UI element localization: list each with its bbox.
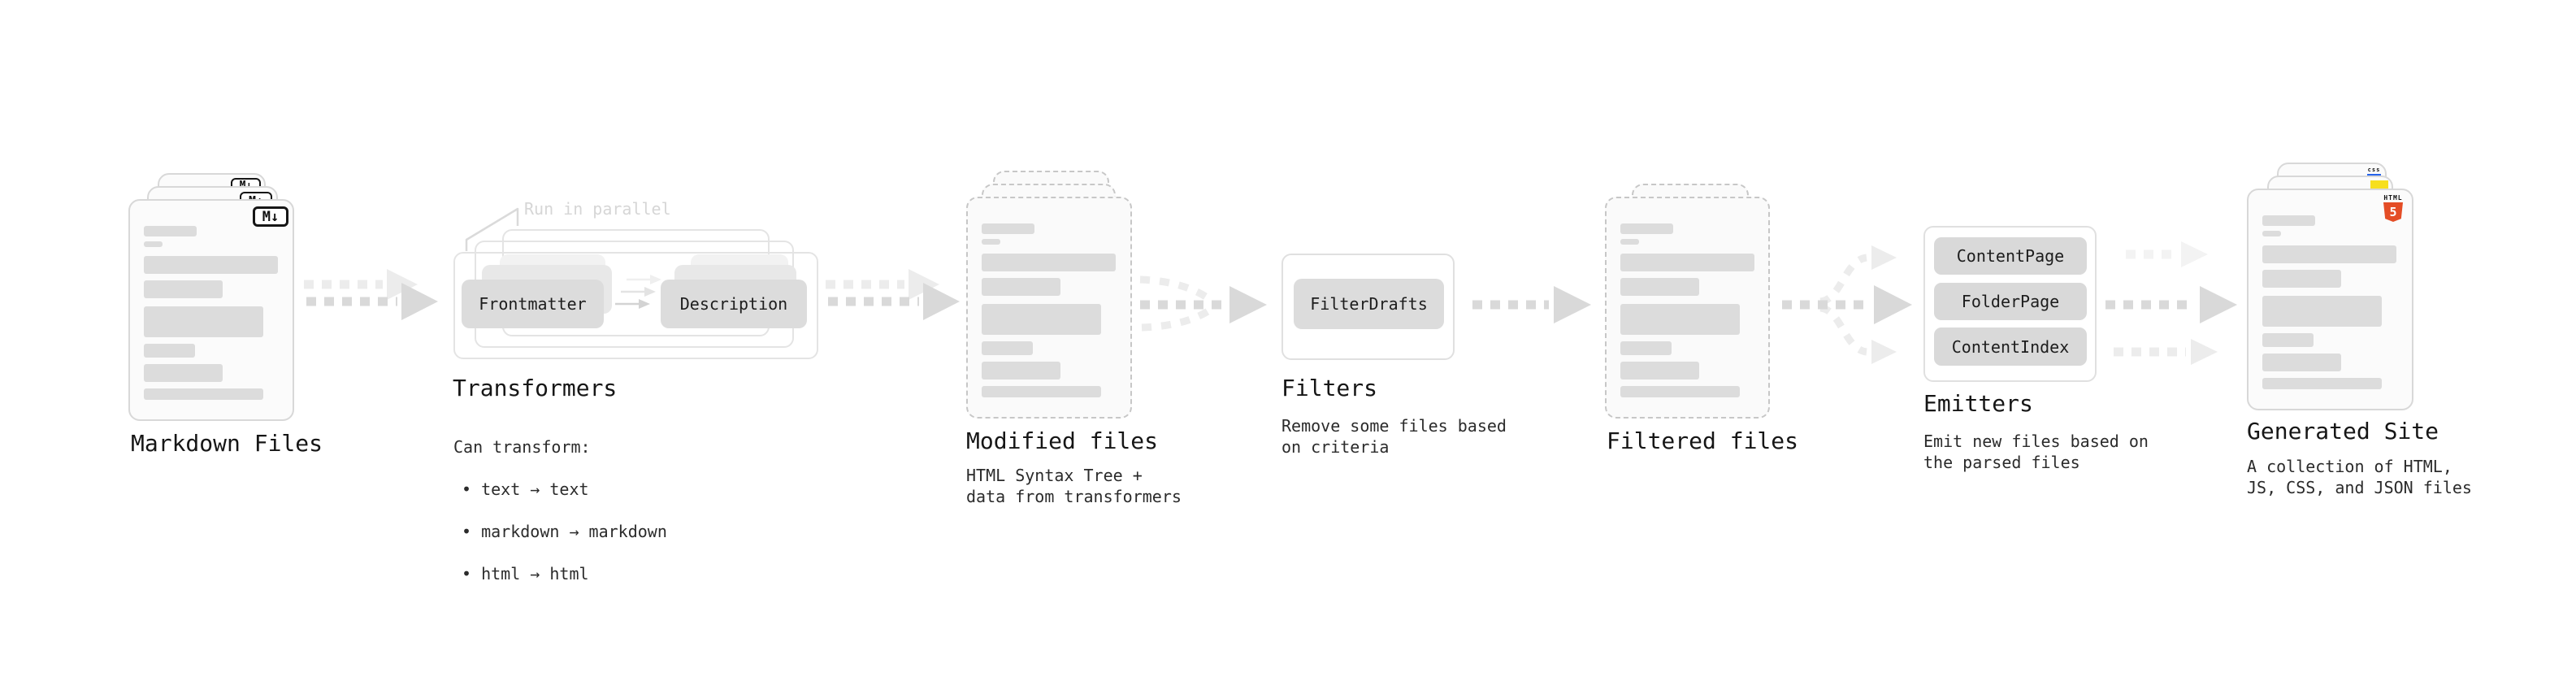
generated-file-card-front: HTML 5 <box>2247 189 2413 410</box>
text-line <box>982 362 1060 380</box>
text-line <box>144 388 263 400</box>
text-line <box>144 280 223 298</box>
text-line <box>1620 223 1673 234</box>
text-line <box>1620 341 1672 355</box>
transformer-card-front <box>453 252 818 359</box>
emitters-label: Emitters <box>1923 390 2033 417</box>
transformers-note: Can transform: <box>453 437 591 457</box>
arrowhead <box>2200 286 2237 323</box>
modified-files-description: HTML Syntax Tree + data from transformer… <box>966 466 1182 506</box>
transformers-label: Transformers <box>453 375 618 401</box>
arrows-emitters-to-generated <box>2105 241 2237 365</box>
arrowhead <box>2191 339 2218 365</box>
javascript-file-icon <box>2370 180 2388 191</box>
text-line <box>2262 245 2396 263</box>
html5-icon-label: HTML <box>2383 194 2403 202</box>
arrow-markdown-to-transformers <box>304 269 438 320</box>
transformers-description: Can transform: • text → text • markdown … <box>453 415 667 605</box>
filtered-files-label: Filtered files <box>1607 427 1799 454</box>
diverge-curve-bottom <box>1819 304 1868 356</box>
css-icon-underline <box>2367 174 2381 176</box>
transform-bullet: • markdown → markdown <box>462 522 667 541</box>
text-line <box>2262 354 2341 371</box>
filtered-file-card-front <box>1605 197 1770 419</box>
text-line <box>144 364 223 382</box>
text-line <box>144 241 163 247</box>
text-line <box>982 304 1101 335</box>
markdown-files-label: Markdown Files <box>131 430 323 457</box>
html5-icon-shield: 5 <box>2383 202 2403 222</box>
arrowhead <box>1229 286 1267 323</box>
transform-bullet: • text → text <box>462 479 589 499</box>
generated-site-description: A collection of HTML, JS, CSS, and JSON … <box>2247 457 2472 497</box>
text-line <box>2262 231 2281 236</box>
css-icon-label: css <box>2367 167 2381 173</box>
arrow-transformers-to-modified <box>826 269 960 320</box>
text-line <box>144 256 278 274</box>
contentindex-pill: ContentIndex <box>1934 327 2087 366</box>
html5-file-icon: HTML 5 <box>2383 194 2404 222</box>
arrowhead <box>401 283 438 320</box>
arrow-filtered-to-emitters-diverging <box>1782 245 1912 364</box>
text-line <box>1620 254 1754 271</box>
run-in-parallel-annotation: Run in parallel <box>524 199 671 219</box>
text-line <box>1620 362 1699 380</box>
text-line <box>144 226 197 236</box>
text-line <box>144 306 263 337</box>
diverge-curve-top <box>1819 254 1868 306</box>
text-line <box>1620 278 1699 296</box>
text-line <box>1620 304 1740 335</box>
text-line <box>982 223 1034 234</box>
text-line <box>982 254 1116 271</box>
arrow-filters-to-filtered <box>1472 286 1591 323</box>
frontmatter-pill: Frontmatter <box>462 280 604 328</box>
css-file-icon: css <box>2367 167 2381 176</box>
folderpage-pill: FolderPage <box>1934 283 2087 320</box>
modified-files-label: Modified files <box>966 427 1159 454</box>
markdown-icon: M↓ <box>253 206 288 227</box>
text-line <box>2262 333 2314 347</box>
text-line <box>2262 270 2341 288</box>
text-line <box>144 344 195 358</box>
converge-curve-top <box>1139 275 1214 304</box>
markdown-file-card-front: M↓ <box>128 199 294 421</box>
arrow-modified-to-filters-converging <box>1139 275 1267 332</box>
arrowhead <box>1871 340 1897 364</box>
arrowhead <box>1871 245 1897 270</box>
arrowhead <box>387 269 418 300</box>
text-line <box>1620 386 1740 397</box>
text-line <box>982 341 1033 355</box>
modified-file-card-front <box>966 197 1132 419</box>
text-line <box>2262 378 2382 389</box>
text-line <box>2262 296 2382 327</box>
filterdrafts-pill: FilterDrafts <box>1294 279 1444 329</box>
transform-bullet: • html → html <box>462 564 589 583</box>
text-line <box>1620 239 1639 245</box>
converge-curve-bottom <box>1141 306 1214 332</box>
description-pill: Description <box>661 280 807 328</box>
contentpage-pill: ContentPage <box>1934 237 2087 275</box>
filters-description: Remove some files based on criteria <box>1281 416 1507 457</box>
emitters-description: Emit new files based on the parsed files <box>1923 432 2149 472</box>
arrowhead <box>923 283 960 320</box>
text-line <box>2262 215 2315 226</box>
arrowhead <box>2181 241 2208 267</box>
generated-site-label: Generated Site <box>2247 418 2439 445</box>
arrowhead <box>1874 285 1912 324</box>
filters-label: Filters <box>1281 375 1378 401</box>
text-line <box>982 239 1000 245</box>
text-line <box>982 278 1060 296</box>
arrowhead <box>909 269 939 300</box>
arrowhead <box>1554 286 1591 323</box>
text-line <box>982 386 1101 397</box>
